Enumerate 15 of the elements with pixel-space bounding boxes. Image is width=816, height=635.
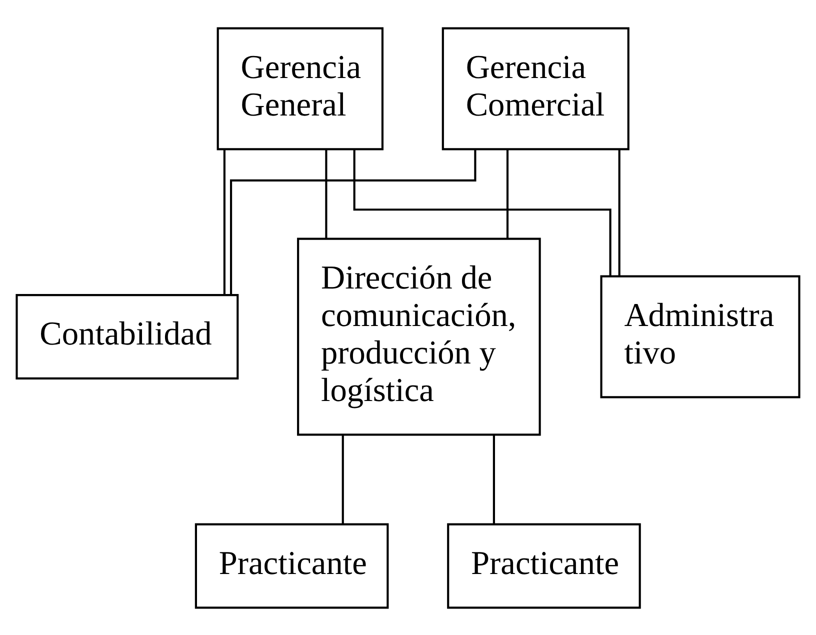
connector [506,148,509,238]
node-box: Administra tivo [600,274,800,398]
node-box: Contabilidad [16,294,239,379]
node-box: Dirección de comunicación, producción y logística [297,237,541,436]
connector [325,148,328,238]
node-box: Practicante [447,522,641,608]
node-box: Practicante [194,522,389,608]
node-box: Gerencia General [216,26,384,150]
connector [353,148,612,276]
node-box: Gerencia Comercial [442,26,630,150]
connector [618,148,620,276]
connector [230,148,476,294]
connector [492,434,495,524]
connector [342,434,344,524]
connector [223,148,226,294]
